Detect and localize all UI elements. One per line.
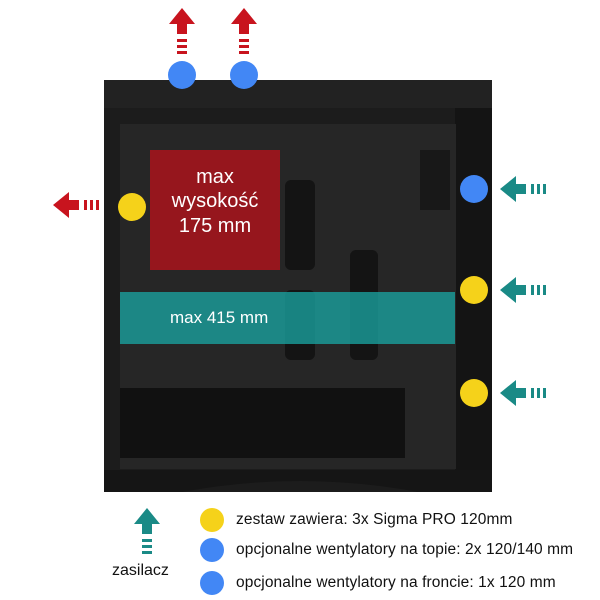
drive-cage bbox=[420, 150, 450, 210]
psu-label: zasilacz bbox=[112, 562, 169, 579]
optional-fan-marker-front bbox=[460, 175, 488, 203]
pc-case bbox=[104, 80, 492, 492]
cooler-height-line2: wysokość bbox=[171, 190, 259, 213]
cpu-cooler-zone bbox=[150, 150, 280, 270]
intake-arrow-icon bbox=[134, 508, 160, 554]
cooler-height-line3: 175 mm bbox=[178, 214, 252, 237]
included-fan-marker-front bbox=[460, 276, 488, 304]
legend-item-front-optional: opcjonalne wentylatory na froncie: 1x 12… bbox=[200, 571, 556, 595]
case-base bbox=[104, 470, 492, 492]
intake-arrow-icon bbox=[500, 380, 546, 406]
gpu-length-label: max 415 mm bbox=[170, 308, 269, 327]
legend-text: opcjonalne wentylatory na froncie: 1x 12… bbox=[236, 574, 556, 591]
exhaust-arrow-icon bbox=[169, 8, 195, 54]
exhaust-arrow-icon bbox=[231, 8, 257, 54]
cooler-height-label: max wysokość 175 mm bbox=[150, 165, 280, 238]
optional-fan-marker-top bbox=[168, 61, 196, 89]
cooler-height-line1: max bbox=[196, 166, 234, 188]
gpu-length-zone bbox=[120, 292, 455, 344]
intake-arrow-icon bbox=[500, 176, 546, 202]
included-fan-marker-rear bbox=[118, 193, 146, 221]
blue-dot-icon bbox=[200, 571, 224, 595]
optional-fan-marker-top bbox=[230, 61, 258, 89]
included-fan-marker-front bbox=[460, 379, 488, 407]
legend-item-top-optional: opcjonalne wentylatory na topie: 2x 120/… bbox=[200, 538, 573, 562]
cable-cutout bbox=[285, 180, 315, 270]
legend-text: opcjonalne wentylatory na topie: 2x 120/… bbox=[236, 541, 574, 558]
exhaust-arrow-icon bbox=[53, 192, 99, 218]
blue-dot-icon bbox=[200, 538, 224, 562]
legend-text: zestaw zawiera: 3x Sigma PRO 120mm bbox=[236, 511, 513, 528]
yellow-dot-icon bbox=[200, 508, 224, 532]
legend-item-included: zestaw zawiera: 3x Sigma PRO 120mm bbox=[200, 508, 512, 532]
fan-markers bbox=[118, 61, 488, 407]
intake-arrow-icon bbox=[500, 277, 546, 303]
top-panel-strip bbox=[104, 80, 492, 108]
airflow-arrows bbox=[53, 8, 546, 554]
psu-shroud bbox=[120, 388, 405, 458]
